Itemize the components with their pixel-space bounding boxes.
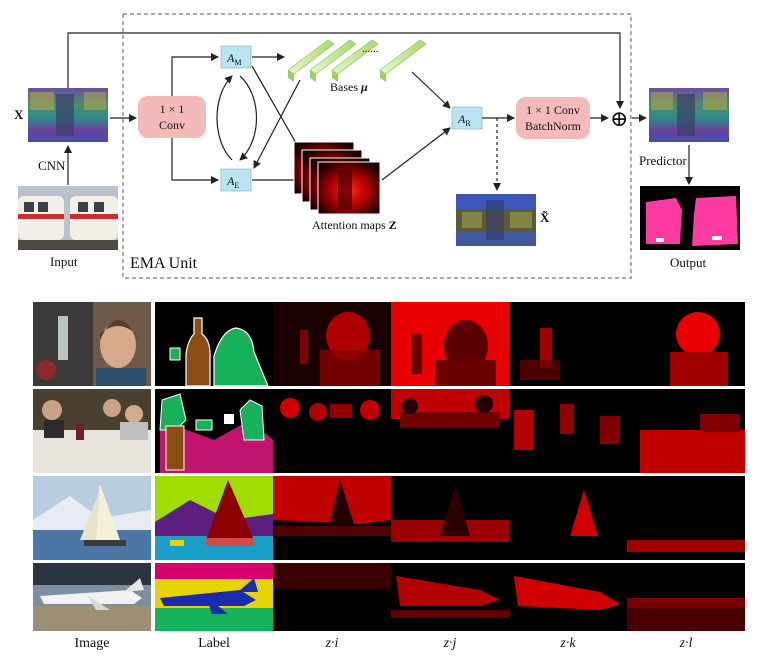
image-cell-3 <box>33 476 151 560</box>
ema-unit-title: EMA Unit <box>130 255 198 272</box>
feature-map-xtilde <box>456 194 536 246</box>
label-cell-1 <box>155 302 273 387</box>
attention-zl-4 <box>627 563 745 631</box>
ae-label: AE <box>226 174 239 190</box>
xtilde-label: X̃ <box>540 210 550 225</box>
skip-connection <box>67 32 624 109</box>
attention-zi-2 <box>273 389 391 473</box>
column-label-label: Label <box>198 636 230 651</box>
conv-label-1: 1 × 1 <box>160 102 185 116</box>
output-label: Output <box>670 255 707 270</box>
attention-zk-4 <box>509 563 627 631</box>
conv-batchnorm-box <box>516 97 590 139</box>
conv-batchnorm-label-2: BatchNorm <box>525 119 582 133</box>
column-label-zl: z·l <box>679 636 693 651</box>
attention-zi-1 <box>273 302 391 386</box>
attention-zj-3 <box>391 476 509 560</box>
plus-symbol: ⊕ <box>610 106 628 131</box>
attention-zi-4 <box>273 563 391 631</box>
grid-row-1 <box>33 302 745 387</box>
attention-zk-3 <box>509 476 627 560</box>
image-cell-1 <box>33 302 151 386</box>
ema-unit-border <box>122 13 632 279</box>
x-label: X <box>14 107 24 122</box>
column-label-zk: z·k <box>560 636 576 651</box>
image-cell-2 <box>33 389 151 473</box>
am-box <box>220 45 252 69</box>
cnn-label: CNN <box>38 158 66 173</box>
image-cell-4 <box>33 563 151 631</box>
column-label-zi: z·i <box>325 636 339 651</box>
attention-zl-3 <box>627 476 745 560</box>
predictor-label: Predictor <box>639 153 687 168</box>
bases-label: Bases μ <box>330 80 368 94</box>
bases-stack <box>287 39 427 82</box>
feature-map-x <box>28 88 108 142</box>
conv-box <box>138 96 206 138</box>
label-cell-3 <box>155 476 273 560</box>
input-label: Input <box>50 254 78 269</box>
conv-batchnorm-label-1: 1 × 1 Conv <box>526 103 580 117</box>
attention-zj-4 <box>391 563 509 631</box>
grid-row-3 <box>33 476 745 560</box>
attention-maps-stack <box>293 141 381 215</box>
attention-zl-2 <box>627 389 745 473</box>
attention-zl-1 <box>627 302 745 386</box>
attention-zj-2 <box>391 389 509 473</box>
ae-box <box>220 168 252 192</box>
attention-zk-2 <box>509 389 627 473</box>
attention-zk-1 <box>509 302 627 386</box>
column-label-image: Image <box>74 636 110 651</box>
ar-label: AR <box>457 112 471 128</box>
attention-zi-3 <box>273 476 391 560</box>
attention-label: Attention maps Z <box>312 218 397 232</box>
attention-zj-1 <box>391 302 509 386</box>
label-cell-2 <box>155 389 273 473</box>
column-label-zj: z·j <box>443 636 457 651</box>
grid-row-2 <box>33 389 745 473</box>
input-image <box>18 186 118 250</box>
grid-row-4 <box>33 563 745 631</box>
am-label: AM <box>226 51 241 67</box>
conv-label-2: Conv <box>159 118 185 132</box>
feature-map-output <box>649 88 729 142</box>
output-segmentation <box>640 186 740 250</box>
bases-ellipsis: ...... <box>362 43 379 55</box>
label-cell-4 <box>155 563 273 631</box>
